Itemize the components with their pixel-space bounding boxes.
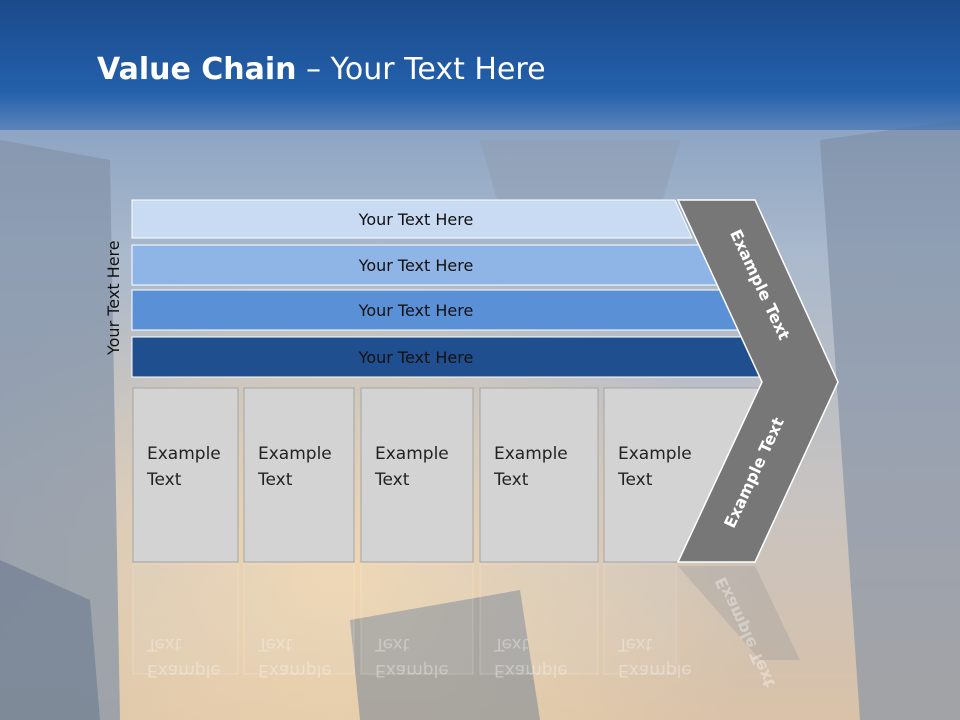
title-bold: Value Chain — [97, 52, 297, 87]
title-rest: – Your Text Here — [296, 52, 546, 87]
activity-box-line2-2: Text — [257, 470, 293, 490]
activity-box-line1-5: Example — [618, 444, 692, 464]
activity-box-line1-3: Example — [375, 444, 449, 464]
reflection-line1-2: Example — [258, 660, 332, 680]
reflection-line2-5: Text — [617, 634, 653, 654]
chain-band-label-2: Your Text Here — [358, 256, 474, 275]
chevron-reflection — [678, 566, 800, 660]
reflection-line2-4: Text — [493, 634, 529, 654]
activity-box-line2-3: Text — [374, 470, 410, 490]
activity-box-line2-5: Text — [617, 470, 653, 490]
box-reflection-3 — [360, 563, 474, 675]
chain-band-label-4: Your Text Here — [358, 348, 474, 367]
chevron-arrow — [676, 199, 839, 563]
activity-box-line1-4: Example — [494, 444, 568, 464]
reflection-line1-3: Example — [375, 660, 449, 680]
title-bar: Value Chain – Your Text Here — [0, 0, 960, 130]
slide-title: Value Chain – Your Text Here — [97, 52, 546, 87]
activity-box-4 — [479, 387, 599, 563]
activity-box-1 — [132, 387, 239, 563]
activity-box-line1-2: Example — [258, 444, 332, 464]
box-reflection-1 — [132, 563, 239, 675]
box-reflection-2 — [243, 563, 355, 675]
box-reflection-5 — [603, 563, 677, 675]
chain-band-label-1: Your Text Here — [358, 210, 474, 229]
reflection-line1-5: Example — [618, 660, 692, 680]
chain-band-label-3: Your Text Here — [358, 301, 474, 320]
chain-band-1 — [131, 199, 693, 239]
activity-box-2 — [243, 387, 355, 563]
reflection-line2-3: Text — [374, 634, 410, 654]
box-reflection-4 — [479, 563, 599, 675]
activity-box-line2-1: Text — [146, 470, 182, 490]
reflection-line1-4: Example — [494, 660, 568, 680]
reflection-line2-2: Text — [257, 634, 293, 654]
reflection-line1-1: Example — [147, 660, 221, 680]
reflection-line2-1: Text — [146, 634, 182, 654]
activity-box-line2-4: Text — [493, 470, 529, 490]
activity-box-3 — [360, 387, 474, 563]
activity-box-line1-1: Example — [147, 444, 221, 464]
